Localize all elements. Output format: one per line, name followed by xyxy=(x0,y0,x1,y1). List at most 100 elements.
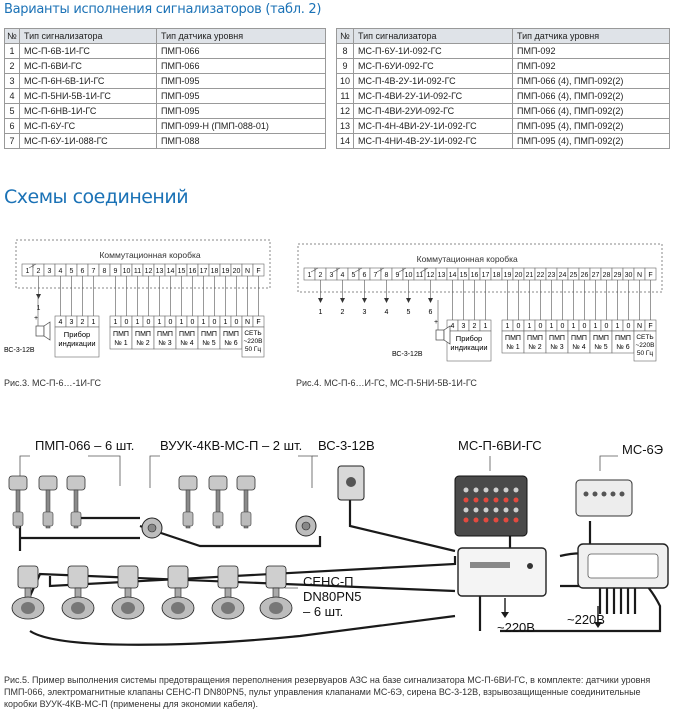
terminal-label: 12 xyxy=(427,272,435,279)
sensor-cell: ПМП-088 xyxy=(156,133,326,149)
device-label: Прибор xyxy=(456,334,482,343)
num-cell: 11 xyxy=(336,88,354,104)
figure-5-caption: Рис.5. Пример выполнения системы предотв… xyxy=(4,675,651,709)
valve-stem xyxy=(224,587,232,599)
output-label: 3 xyxy=(363,309,367,316)
pmp-terminal-label: 0 xyxy=(169,319,173,326)
pmp-label: ПМП xyxy=(615,335,631,342)
sensor-cell: ПМП-092 xyxy=(512,43,670,59)
controller-housing xyxy=(457,547,547,597)
net-label: 50 Гц xyxy=(637,350,654,357)
siren-plus: + xyxy=(434,319,438,326)
terminal-label: 4 xyxy=(59,268,63,275)
device-terminal-label: 1 xyxy=(92,319,96,326)
device-label: Прибор xyxy=(64,330,90,339)
valve-port xyxy=(269,602,283,614)
device-terminal-label: 3 xyxy=(70,319,74,326)
valve-stem xyxy=(174,587,182,599)
terminal-label: 11 xyxy=(416,272,423,279)
output-arrow xyxy=(384,298,389,303)
junction-box-cap xyxy=(301,521,311,531)
label-panel: МС-6Э xyxy=(622,442,664,457)
label-siren: ВС-3-12В xyxy=(318,438,375,453)
terminal-label: 7 xyxy=(374,272,378,279)
relay-contact xyxy=(310,267,319,273)
callout-line xyxy=(298,455,313,488)
pmp-terminal-label: 1 xyxy=(506,323,510,330)
terminal-label: 14 xyxy=(449,272,457,279)
valve-coil xyxy=(217,565,239,589)
type-cell: МС-П-6Н-6В-1И-ГС xyxy=(19,73,157,89)
panel-button xyxy=(583,491,589,497)
sensor-cell: ПМП-066 (4), ПМП-092(2) xyxy=(512,103,670,119)
type-cell: МС-П-6В-1И-ГС xyxy=(19,43,157,59)
label-power-2: ~220В xyxy=(567,612,605,627)
pmp-label: № 4 xyxy=(572,344,585,351)
controller-indicator xyxy=(503,487,509,493)
valve-port xyxy=(221,602,235,614)
device-box xyxy=(446,330,492,362)
siren-horn xyxy=(43,321,51,341)
controller-indicator xyxy=(493,487,499,493)
enclosure-terminals xyxy=(587,553,659,579)
callout-line xyxy=(88,455,121,486)
device-terminal-label: 2 xyxy=(81,319,85,326)
controller-indicator xyxy=(513,487,519,493)
device-box xyxy=(54,326,100,358)
sensor-float xyxy=(12,511,24,527)
power-arrow xyxy=(594,622,602,628)
pmp-label: ПМП xyxy=(113,331,129,338)
callout-line xyxy=(149,455,160,488)
sensor-float xyxy=(42,511,54,527)
device-terminal-label: 4 xyxy=(451,323,455,330)
col-num: № xyxy=(336,28,354,44)
pmp-label: ПМП xyxy=(505,335,521,342)
controller-nameplate xyxy=(470,562,510,568)
pmp-label: № 2 xyxy=(136,340,149,347)
valve-coil xyxy=(167,565,189,589)
controller-indicator xyxy=(463,517,469,523)
terminal-label: 29 xyxy=(614,272,622,279)
net-terminal-label: F xyxy=(256,319,260,326)
terminal-label: 5 xyxy=(70,268,74,275)
device-terminal-label: 4 xyxy=(59,319,63,326)
terminal-label: 18 xyxy=(493,272,501,279)
terminal-label: 20 xyxy=(233,268,241,275)
output-label: 1 xyxy=(37,305,41,312)
type-cell: МС-П-4ВИ-2УИ-092-ГС xyxy=(353,103,513,119)
section-title: Схемы соединений xyxy=(4,186,189,208)
pmp-label: ПМП xyxy=(135,331,151,338)
type-cell: МС-П-6УИ-092-ГС xyxy=(353,58,513,74)
output-arrow xyxy=(428,298,433,303)
pmp-terminal-label: 1 xyxy=(224,319,228,326)
type-cell: МС-П-4НИ-4В-2У-1И-092-ГС xyxy=(353,133,513,149)
type-cell: МС-П-6ВИ-ГС xyxy=(19,58,157,74)
pmp-label: ПМП xyxy=(571,335,587,342)
terminal-label: 15 xyxy=(178,268,186,275)
output-arrow xyxy=(318,298,323,303)
controller-indicator xyxy=(473,487,479,493)
junction-box-label: Коммутационная коробка xyxy=(99,250,200,260)
valve-coil xyxy=(67,565,89,589)
pmp-terminal-label: 1 xyxy=(136,319,140,326)
output-label: 1 xyxy=(319,309,323,316)
callout-line xyxy=(599,455,618,471)
panel-button xyxy=(619,491,625,497)
terminal-label: 21 xyxy=(526,272,534,279)
type-cell: МС-П-6У-1И-088-ГС xyxy=(19,133,157,149)
valve-stem xyxy=(24,587,32,599)
terminal-label: 9 xyxy=(114,268,118,275)
pmp-label: ПМП xyxy=(157,331,173,338)
variants-table-right: № Тип сигнализатора Тип датчика уровня 8… xyxy=(336,28,670,149)
junction-box-cap xyxy=(147,523,157,533)
controller-indicator xyxy=(463,507,469,513)
num-cell: 9 xyxy=(336,58,354,74)
label-pmp: ПМП-066 – 6 шт. xyxy=(35,438,135,453)
pmp-terminal-label: 1 xyxy=(202,319,206,326)
device-terminal-label: 1 xyxy=(484,323,488,330)
panel-button xyxy=(610,491,616,497)
